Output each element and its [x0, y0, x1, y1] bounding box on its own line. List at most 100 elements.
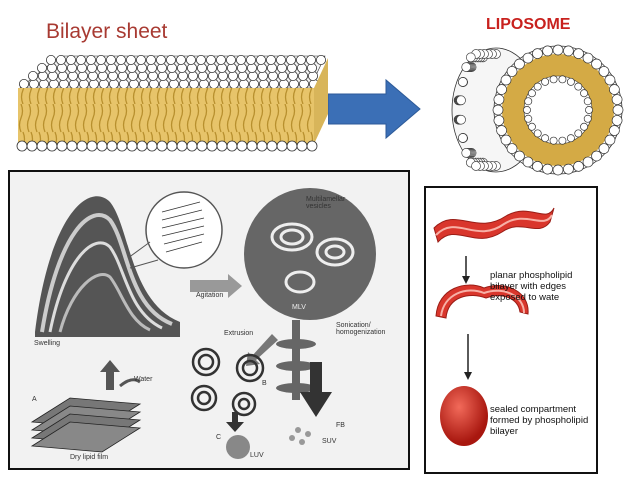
lipid-head — [76, 140, 88, 152]
lipid-head — [26, 140, 38, 152]
lipid-head — [66, 140, 78, 152]
preparation-diagram — [10, 172, 408, 468]
lipid-head — [609, 125, 620, 136]
lipid-head — [574, 129, 583, 138]
lipid-head — [492, 104, 504, 116]
lipid-head — [533, 82, 542, 91]
lipid-head — [56, 140, 68, 152]
lipid-head — [461, 148, 472, 158]
lipid-head — [186, 140, 198, 152]
lipid-head — [580, 122, 589, 131]
lipid-head — [236, 140, 248, 152]
label-b: B — [262, 380, 267, 387]
lipid-head — [16, 140, 28, 152]
lipid-head — [275, 55, 286, 65]
lipid-head — [598, 143, 610, 154]
lipid-head — [527, 122, 536, 131]
lipid-head — [522, 52, 534, 64]
lipid-head — [549, 75, 558, 84]
lipid-head — [541, 134, 550, 143]
lipid-head — [549, 136, 558, 145]
lipid-head — [245, 55, 256, 65]
lipid-head — [532, 48, 543, 59]
lipid-head — [226, 140, 238, 152]
lipid-head — [206, 140, 218, 152]
lipid-head — [305, 55, 316, 65]
lipid-head — [145, 55, 156, 65]
fb-label: FB — [336, 422, 345, 429]
lipid-head — [156, 140, 168, 152]
transform-arrow-icon — [328, 78, 421, 140]
lipid-head — [46, 140, 58, 152]
extrusion-label: Extrusion — [224, 330, 254, 337]
lipid-head — [552, 164, 564, 176]
lipid-head — [582, 52, 594, 64]
lipid-head — [542, 163, 553, 175]
mlv-label: MLV — [292, 304, 306, 311]
lipid-head — [196, 140, 208, 152]
bilayer-sheet-title: Bilayer sheet — [46, 20, 168, 43]
lipid-head — [176, 140, 188, 152]
lipid-head — [18, 78, 29, 89]
lipid-head — [126, 140, 138, 152]
water-label: Water — [134, 376, 153, 383]
lipid-head — [456, 95, 466, 106]
lipid-head — [106, 55, 117, 65]
lipid-head — [165, 55, 176, 65]
lipid-head — [106, 140, 118, 152]
lipid-head — [609, 84, 620, 95]
lipid-head — [611, 94, 623, 105]
lipid-head — [542, 45, 553, 57]
lipid-head — [285, 55, 296, 65]
label-c: C — [216, 434, 222, 441]
lipid-head — [295, 55, 306, 65]
lipid-head — [306, 140, 318, 152]
lipid-head — [500, 134, 512, 146]
lipid-head — [493, 115, 505, 126]
lipid-head — [76, 55, 87, 65]
lipid-head — [46, 55, 57, 65]
lipid-head — [126, 55, 137, 65]
lipid-head — [558, 75, 567, 84]
lipid-head — [195, 55, 206, 65]
lipid-head — [96, 140, 108, 152]
lipid-head — [604, 74, 616, 86]
lipid-head — [155, 55, 166, 65]
multilamellar-label: Multilamellar vesicles — [306, 196, 346, 210]
lipid-head — [574, 82, 583, 91]
lipid-head — [604, 134, 616, 146]
lipid-head — [166, 140, 178, 152]
lipid-head — [86, 140, 98, 152]
swelling-label: Swelling — [34, 340, 61, 347]
lipid-head — [514, 150, 525, 162]
lipid-head — [36, 62, 47, 73]
lipid-head — [583, 97, 592, 106]
lipid-head — [591, 150, 602, 162]
lipid-head — [506, 143, 518, 154]
liposome-illustration — [451, 44, 624, 176]
lipid-head — [585, 106, 593, 114]
sealing-diagram — [433, 207, 555, 446]
dry-lipid-film-label: Dry lipid film — [70, 454, 109, 461]
lipid-head — [256, 140, 268, 152]
lipid-head — [216, 140, 228, 152]
lipid-head — [315, 55, 326, 65]
lipid-head — [66, 55, 77, 65]
lipid-head — [558, 136, 567, 145]
lipid-head — [457, 133, 468, 143]
liposome-preparation-panel: Multilamellar vesicles Agitation MLV Ext… — [8, 170, 410, 470]
lipid-head — [522, 156, 534, 168]
lipid-head — [573, 48, 584, 59]
lipid-head — [296, 140, 308, 152]
lipid-head — [612, 104, 624, 116]
lipid-head — [116, 140, 128, 152]
lipid-head — [500, 74, 512, 86]
lipid-head — [582, 156, 594, 168]
lipid-head — [255, 55, 266, 65]
lipid-head — [496, 125, 507, 136]
lipid-head — [96, 55, 107, 65]
lipid-head — [136, 140, 148, 152]
lipid-head — [471, 161, 481, 171]
bilayer-sealing-panel: planar phospholipid bilayer with edges e… — [424, 186, 598, 474]
lipid-head — [566, 134, 575, 143]
